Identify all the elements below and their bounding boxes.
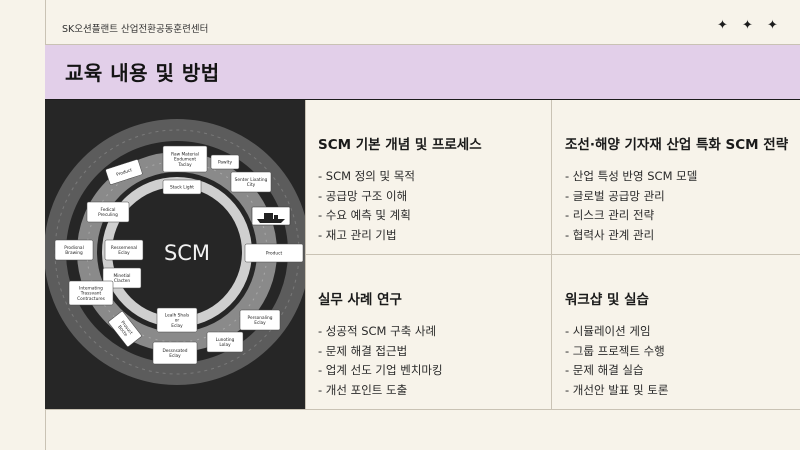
list-item: - 업계 선도 기업 벤치마킹: [318, 363, 443, 377]
process-box-label: Clacten: [114, 278, 131, 284]
process-box-label: Lolay: [219, 342, 231, 348]
list-item: - 협력사 관계 관리: [565, 227, 655, 242]
sparkle-icon: ✦ ✦ ✦: [717, 18, 783, 33]
process-box: Product: [105, 159, 143, 185]
list-item: - 수요 예측 및 계획: [318, 208, 411, 222]
section-case-study: 실무 사례 연구 - 성공적 SCM 구축 사례 - 문제 해결 접근법 - 업…: [318, 288, 443, 400]
process-box-label: Raw Material: [171, 151, 199, 157]
section-list: - 시뮬레이션 게임 - 그룹 프로젝트 수행 - 문제 해결 실습 - 개선안…: [565, 322, 668, 400]
section-title: 워크샵 및 실습: [565, 292, 649, 308]
list-item: - 글로벌 공급망 관리: [565, 188, 665, 203]
list-item: - 리스크 관리 전략: [565, 208, 655, 222]
process-box-label: Product: [266, 251, 283, 257]
process-box-label: Preculing: [98, 212, 118, 218]
process-box: Product: [244, 243, 304, 263]
list-item: - 개선안 발표 및 토론: [565, 382, 669, 397]
process-box-label: Taclay: [177, 162, 192, 168]
process-box-label: Minetial: [114, 273, 131, 279]
list-item: - 시뮬레이션 게임: [565, 324, 651, 338]
list-item: - 산업 특성 반영 SCM 모델: [565, 169, 698, 183]
process-box-label: Fedical: [101, 207, 116, 213]
process-box-label: Contractures: [77, 296, 106, 302]
process-box-label: Brawing: [65, 250, 83, 256]
process-box-label: Lunoting: [216, 337, 235, 343]
section-workshop: 워크샵 및 실습 - 시뮬레이션 게임 - 그룹 프로젝트 수행 - 문제 해결…: [565, 288, 668, 400]
process-box-label: Dessnsated: [162, 348, 187, 354]
list-item: - 그룹 프로젝트 수행: [565, 343, 665, 358]
list-item: - 개선 포인트 도출: [318, 382, 408, 397]
process-box: Stack Light: [162, 179, 202, 195]
divider-bottom: [45, 409, 800, 410]
section-industry-strategy: 조선·해양 기자재 산업 특화 SCM 전략 - 산업 특성 반영 SCM 모델…: [565, 133, 788, 245]
list-item: - 재고 관리 기법: [318, 227, 397, 242]
list-item: - 문제 해결 실습: [565, 363, 644, 377]
process-box-label: Eclay: [171, 323, 183, 329]
process-box: Pawlty: [210, 154, 240, 170]
process-box-label: Lealh Shals: [165, 312, 190, 318]
process-box-label: or: [175, 318, 180, 324]
list-item: - 성공적 SCM 구축 사례: [318, 324, 437, 338]
divider-horizontal: [305, 254, 800, 255]
section-scm-basics: SCM 기본 개념 및 프로세스 - SCM 정의 및 목적 - 공급망 구조 …: [318, 133, 482, 245]
list-item: - SCM 정의 및 목적: [318, 169, 415, 183]
org-name: SK오션플랜트 산업전환공동훈련센터: [62, 24, 209, 35]
section-list: - 산업 특성 반영 SCM 모델 - 글로벌 공급망 관리 - 리스크 관리 …: [565, 167, 788, 245]
process-box-label: Senter Lixating: [235, 177, 268, 183]
list-item: - 문제 해결 접근법: [318, 343, 408, 358]
page-title: 교육 내용 및 방법: [65, 61, 220, 85]
section-title: 실무 사례 연구: [318, 292, 402, 308]
process-box-label: Stack Light: [170, 185, 194, 191]
hub: [113, 188, 241, 316]
process-box-label: Personaling: [248, 315, 273, 321]
list-item: - 공급망 구조 이해: [318, 188, 408, 203]
process-box-label: Ressernenal: [111, 245, 137, 251]
section-list: - 성공적 SCM 구축 사례 - 문제 해결 접근법 - 업계 선도 기업 벤…: [318, 322, 443, 400]
process-box-label: Prodisnal: [64, 245, 84, 251]
process-box-label: Product: [115, 167, 133, 178]
section-list: - SCM 정의 및 목적 - 공급망 구조 이해 - 수요 예측 및 계획 -…: [318, 167, 482, 245]
process-box-label: Eodument: [174, 157, 196, 163]
top-bar: SK오션플랜트 산업전환공동훈련센터 ✦ ✦ ✦: [0, 0, 800, 44]
process-box-label: Trassvant: [80, 291, 102, 297]
section-title: SCM 기본 개념 및 프로세스: [318, 137, 482, 153]
process-box-label: City: [247, 182, 256, 188]
process-box-label: Pawlty: [218, 160, 232, 166]
title-band: 교육 내용 및 방법: [45, 44, 800, 100]
scm-center-label: SCM: [164, 241, 210, 265]
section-title: 조선·해양 기자재 산업 특화 SCM 전략: [565, 137, 789, 153]
divider-vertical-1: [305, 100, 306, 410]
process-box-label: Eclay: [169, 353, 181, 359]
process-box-label: Eclay: [254, 320, 266, 326]
process-box-label: Internating: [79, 285, 103, 291]
divider-vertical-2: [551, 100, 552, 410]
process-box-label: Eclay: [118, 250, 130, 256]
ship-icon: [251, 206, 291, 226]
